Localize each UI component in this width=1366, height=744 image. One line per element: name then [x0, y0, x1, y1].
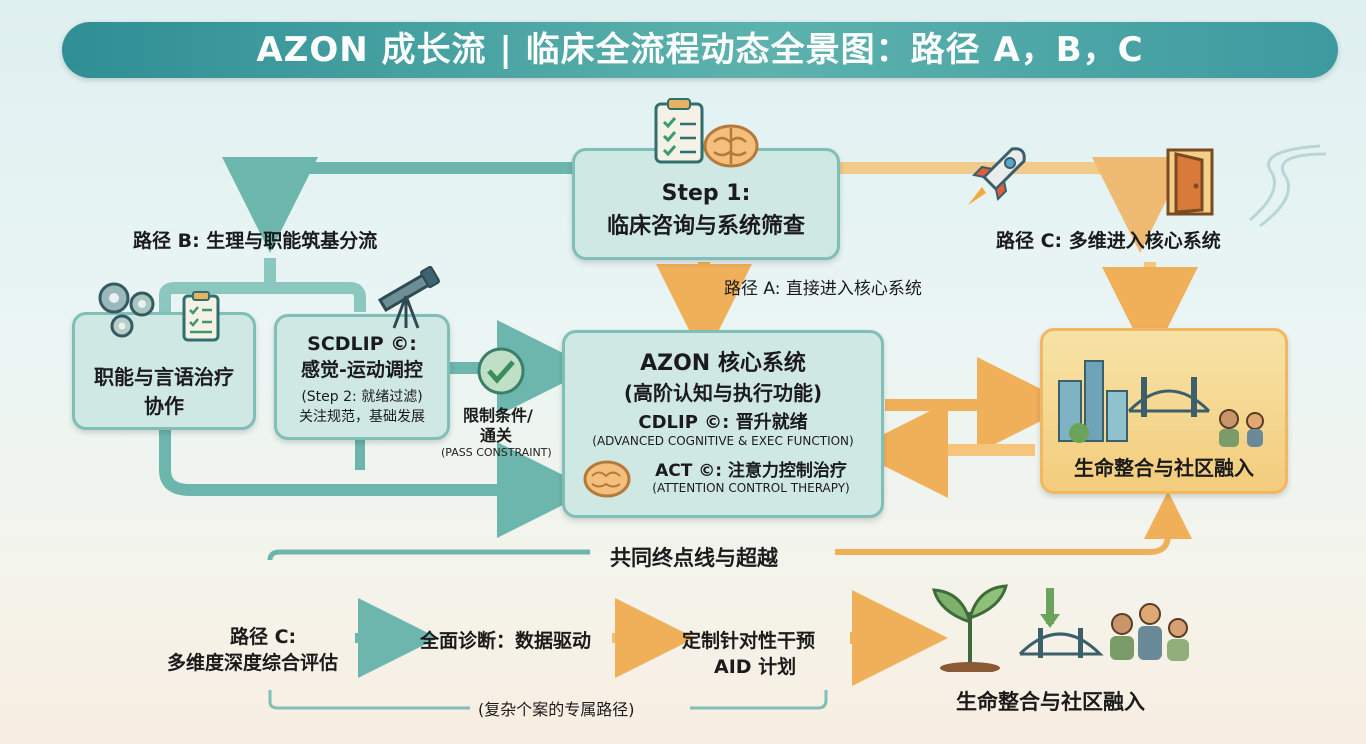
ot-line1: 职能与言语治疗: [94, 365, 234, 389]
check-badge-icon: [477, 347, 525, 395]
arrow-b-split: [159, 258, 366, 312]
core-line2: (高阶认知与执行功能): [623, 381, 823, 405]
dna-icon: [1249, 144, 1327, 228]
core-line4: (ADVANCED COGNITIVE & EXEC FUNCTION): [592, 434, 854, 448]
gears-icon: [98, 282, 155, 338]
constraint-line2: 通关: [480, 426, 513, 445]
constraint-line3: (PASS CONSTRAINT): [441, 446, 552, 459]
arrow-path-c: [840, 157, 1188, 253]
ot-line2: 协作: [144, 394, 184, 418]
core-line6: (ATTENTION CONTROL THERAPY): [652, 481, 850, 495]
brain-small-icon: [583, 460, 631, 498]
people-icon: [1018, 588, 1189, 661]
clipboard-small-icon: [182, 291, 220, 342]
door-icon: [1166, 148, 1214, 216]
constraint-line1: 限制条件/: [463, 406, 533, 425]
page-title: AZON 成长流 | 临床全流程动态全景图：路径 A，B，C: [62, 22, 1338, 78]
core-line3: CDLIP ©: 晋升就绪: [638, 412, 808, 433]
path-a-label: 路径 A: 直接进入核心系统: [724, 279, 922, 299]
common-end-line: [267, 549, 590, 561]
bottom-life: 生命整合与社区融入: [956, 690, 1145, 714]
rocket-icon: [968, 147, 1026, 205]
step1-box: Step 1: 临床咨询与系统筛查: [572, 148, 840, 260]
arrow-ot-core: [159, 430, 593, 538]
bottom-aid-line1: 定制针对性干预: [682, 630, 816, 652]
common-end-line-right: [835, 491, 1192, 555]
scdlip-line4: 关注规范，基础发展: [299, 409, 425, 425]
bottom-bracket: [268, 690, 828, 710]
step1-subtitle: 临床咨询与系统筛查: [606, 214, 805, 239]
brain-icon: [703, 124, 759, 168]
clipboard-icon: [654, 98, 704, 164]
bottom-note: (复杂个案的专属路径): [478, 700, 635, 719]
life-label: 生命整合与社区融入: [1074, 456, 1254, 480]
arrow-path-b: [222, 157, 575, 253]
core-line1: AZON 核心系统: [640, 351, 806, 376]
life-integration-box: 生命整合与社区融入: [1040, 328, 1288, 494]
step1-title: Step 1:: [661, 181, 751, 206]
bottom-aid-line2: AID 计划: [714, 656, 797, 678]
bottom-diag: 全面诊断：数据驱动: [420, 630, 592, 652]
plant-icon: [931, 584, 1009, 672]
bottom-path-c-line2: 多维度深度综合评估: [167, 652, 339, 674]
scdlip-line1: SCDLIP ©:: [307, 333, 417, 355]
core-line5: ACT ©: 注意力控制治疗: [655, 461, 847, 481]
telescope-icon: [377, 265, 440, 329]
scdlip-line2: 感觉-运动调控: [301, 359, 423, 381]
common-end-label: 共同终点线与超越: [610, 546, 778, 570]
ot-speech-box: 职能与言语治疗 协作: [72, 312, 256, 430]
path-c-label: 路径 C: 多维进入核心系统: [996, 230, 1221, 252]
city-icon: [1058, 360, 1264, 447]
path-b-label: 路径 B: 生理与职能筑基分流: [133, 230, 378, 252]
scdlip-line3: (Step 2: 就绪过滤): [301, 389, 423, 405]
scdlip-box: SCDLIP ©: 感觉-运动调控 (Step 2: 就绪过滤) 关注规范，基础…: [274, 314, 450, 440]
bottom-path-c-line1: 路径 C:: [230, 626, 297, 648]
